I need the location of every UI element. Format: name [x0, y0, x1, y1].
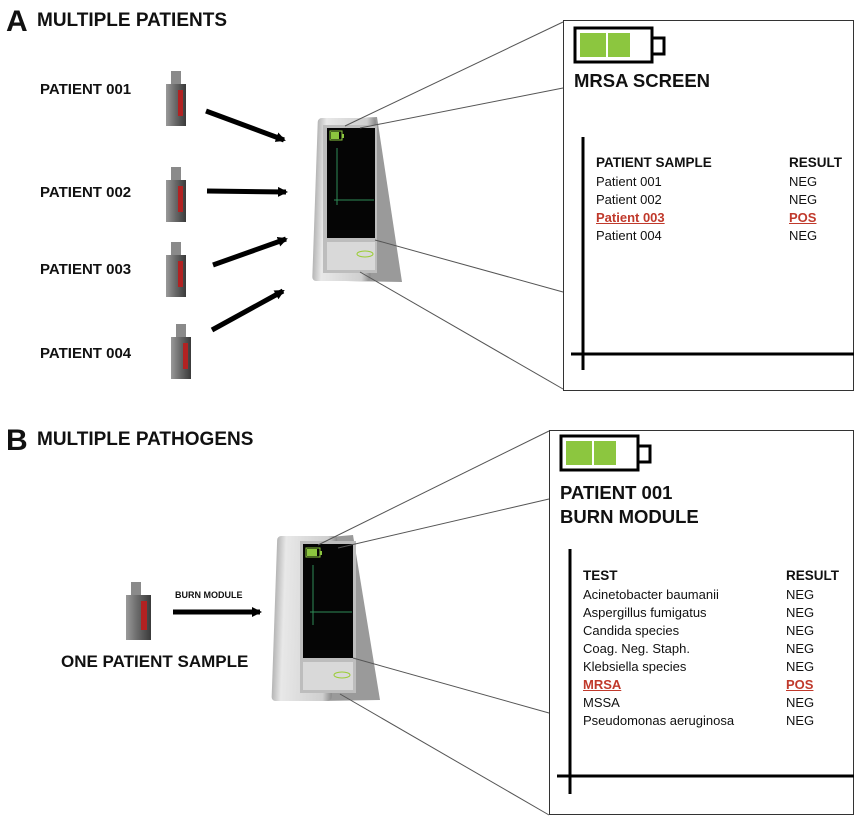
table-row: Klebsiella species NEG — [583, 658, 848, 676]
table-row: Patient 003 POS — [596, 209, 846, 227]
zoom-line-b-mid — [337, 498, 550, 549]
table-cell-test: MRSA — [583, 677, 622, 692]
patient-label-001: PATIENT 001 — [40, 81, 132, 98]
table-cell-sample: Patient 002 — [596, 192, 662, 207]
device-b — [271, 535, 380, 701]
vial-patient-003 — [166, 242, 186, 297]
panel-a-screen: MRSA SCREEN PATIENT SAMPLE RESULT Patien… — [563, 20, 854, 391]
table-row: Patient 004 NEG — [596, 227, 846, 245]
table-cell-test: Coag. Neg. Staph. — [583, 641, 690, 656]
table-row: Aspergillus fumigatus NEG — [583, 604, 848, 622]
zoom-line-a-top — [344, 21, 564, 127]
table-cell-test: Acinetobacter baumanii — [583, 587, 719, 602]
zoom-line-a-lower — [374, 239, 564, 293]
panel-a-col-header-sample: PATIENT SAMPLE — [596, 155, 712, 170]
arrow-patient-001 — [205, 108, 286, 143]
table-cell-result: POS — [789, 210, 817, 225]
table-row: MRSA POS — [583, 676, 848, 694]
table-cell-test: MSSA — [583, 695, 620, 710]
panel-b-screen: PATIENT 001 BURN MODULE TEST RESULT Acin… — [549, 430, 854, 815]
zoom-line-a-mid — [359, 87, 564, 129]
zoom-line-b-lower — [352, 657, 550, 714]
panel-b-results-table: Acinetobacter baumanii NEG Aspergillus f… — [583, 586, 848, 730]
table-cell-result: NEG — [789, 228, 818, 243]
vial-patient-004 — [171, 324, 191, 379]
table-cell-sample: Patient 004 — [596, 228, 662, 243]
table-cell-result: NEG — [789, 192, 818, 207]
patient-label-004: PATIENT 004 — [40, 345, 132, 362]
arrow-patient-002 — [206, 186, 288, 197]
panel-a-letter: A — [6, 5, 28, 38]
panel-b-letter: B — [6, 424, 28, 457]
table-row: Candida species NEG — [583, 622, 848, 640]
table-cell-result: NEG — [786, 659, 815, 674]
panel-b-title: MULTIPLE PATHOGENS — [37, 429, 254, 450]
one-patient-sample-label: ONE PATIENT SAMPLE — [61, 652, 249, 671]
table-row: Coag. Neg. Staph. NEG — [583, 640, 848, 658]
table-row: Patient 001 NEG — [596, 173, 846, 191]
arrow-patient-004 — [210, 288, 285, 333]
panel-a-screen-title: MRSA SCREEN — [574, 70, 711, 91]
table-cell-result: NEG — [789, 174, 818, 189]
table-row: MSSA NEG — [583, 694, 848, 712]
table-cell-result: NEG — [786, 605, 815, 620]
table-cell-test: Candida species — [583, 623, 680, 638]
panel-b-screen-title-line1: PATIENT 001 — [560, 482, 673, 503]
table-cell-test: Klebsiella species — [583, 659, 687, 674]
patient-label-003: PATIENT 003 — [40, 261, 132, 278]
table-row: Pseudomonas aeruginosa NEG — [583, 712, 848, 730]
table-row: Patient 002 NEG — [596, 191, 846, 209]
panel-b-col-header-result: RESULT — [786, 568, 839, 583]
table-cell-result: NEG — [786, 623, 815, 638]
patient-label-002: PATIENT 002 — [40, 184, 132, 201]
table-cell-result: POS — [786, 677, 814, 692]
table-cell-test: Aspergillus fumigatus — [583, 605, 707, 620]
vial-patient-001 — [166, 71, 186, 126]
device-a-screen — [327, 128, 375, 238]
table-cell-sample: Patient 001 — [596, 174, 662, 189]
burn-module-arrow-label: BURN MODULE — [175, 590, 243, 600]
table-row: Acinetobacter baumanii NEG — [583, 586, 848, 604]
zoom-line-b-bottom — [339, 693, 550, 816]
table-cell-test: Pseudomonas aeruginosa — [583, 713, 735, 728]
panel-a-results-table: Patient 001 NEG Patient 002 NEG Patient … — [596, 173, 846, 245]
table-cell-result: NEG — [786, 713, 815, 728]
panel-b-col-header-test: TEST — [583, 568, 618, 583]
table-cell-sample: Patient 003 — [596, 210, 665, 225]
table-cell-result: NEG — [786, 641, 815, 656]
zoom-line-b-top — [317, 430, 550, 546]
zoom-line-a-bottom — [359, 271, 564, 390]
panel-b-screen-title-line2: BURN MODULE — [560, 506, 699, 527]
vial-one-patient-sample — [126, 582, 151, 640]
vial-patient-002 — [166, 167, 186, 222]
panel-a-title: MULTIPLE PATIENTS — [37, 10, 227, 31]
panel-a-col-header-result: RESULT — [789, 155, 842, 170]
table-cell-result: NEG — [786, 587, 815, 602]
device-a — [312, 117, 402, 282]
device-b-screen — [303, 544, 353, 658]
table-cell-result: NEG — [786, 695, 815, 710]
arrow-patient-003 — [212, 236, 288, 268]
